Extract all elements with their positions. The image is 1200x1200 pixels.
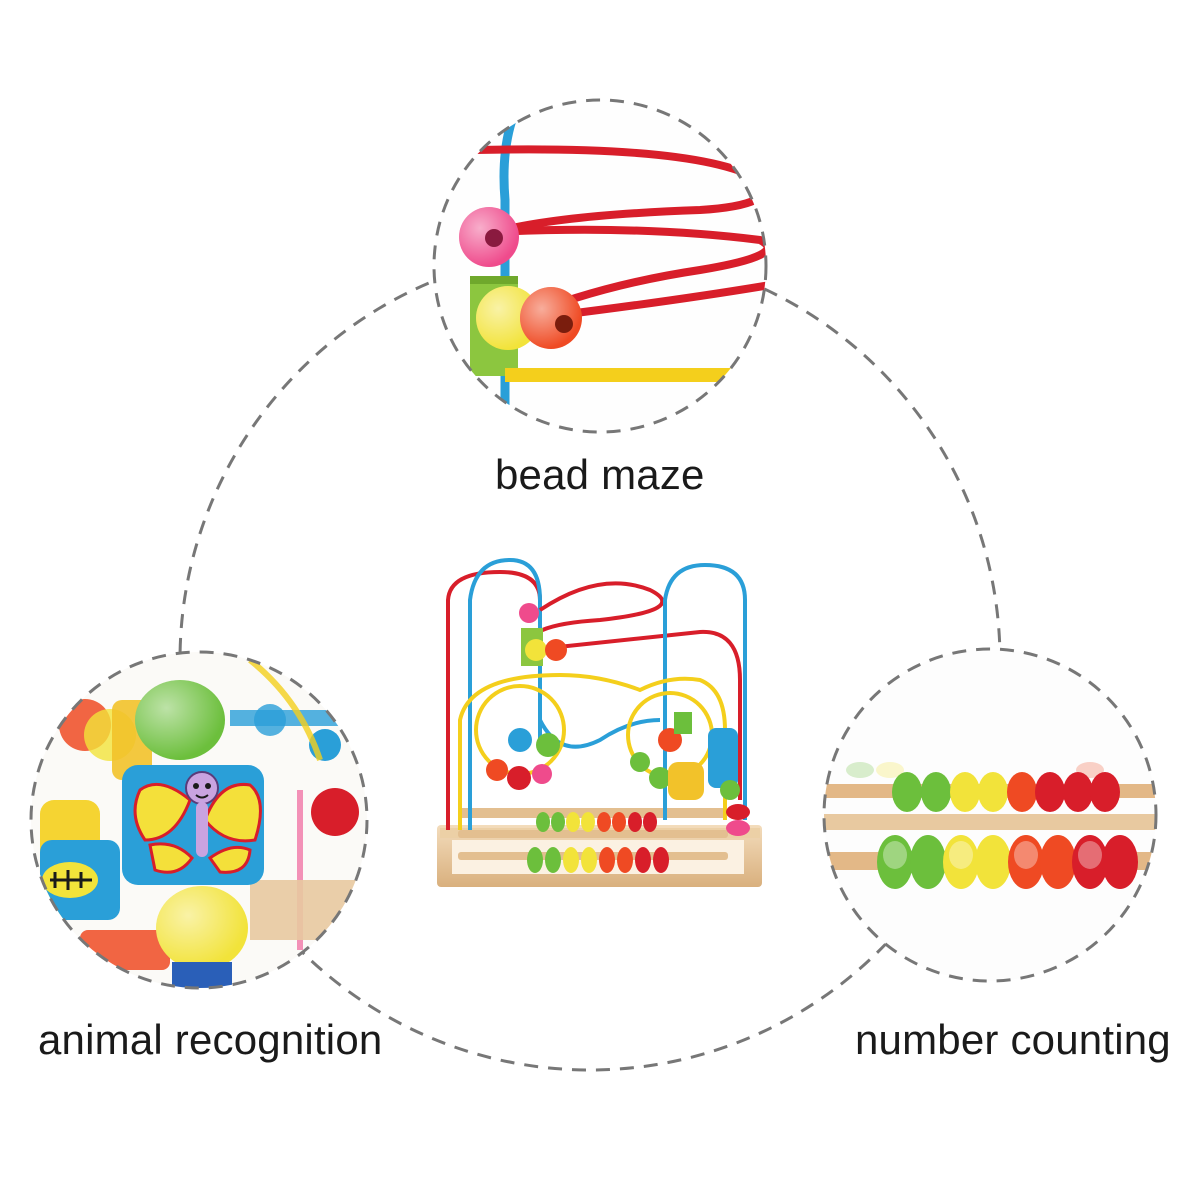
animal-recognition-label: animal recognition [38, 1016, 383, 1063]
number-counting-label: number counting [855, 1016, 1171, 1063]
bead-maze-toy-image [437, 557, 762, 887]
animal-recognition-closeup [29, 650, 369, 990]
number-counting-closeup [822, 647, 1158, 983]
bead-maze-label: bead maze [495, 451, 705, 498]
bead-maze-closeup [432, 98, 768, 434]
